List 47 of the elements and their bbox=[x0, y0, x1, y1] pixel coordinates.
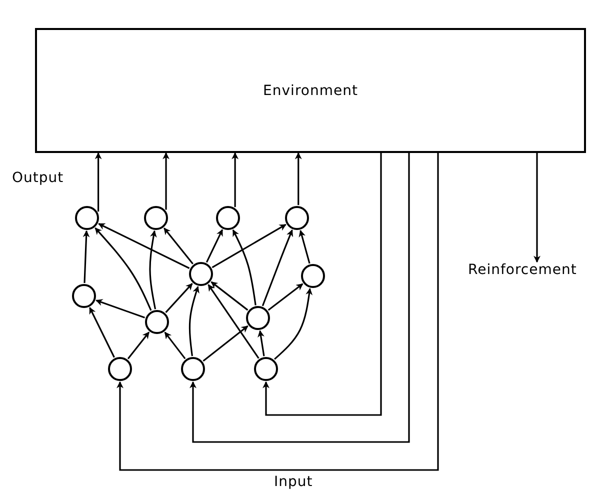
neuron-circle bbox=[254, 357, 278, 381]
arrow bbox=[188, 286, 200, 356]
signal-label: Reinforcement bbox=[468, 262, 578, 278]
arrow bbox=[98, 223, 190, 269]
neuron-circle bbox=[144, 206, 168, 230]
neuron-circle bbox=[145, 310, 169, 334]
arrow bbox=[262, 153, 382, 416]
arrow bbox=[149, 230, 157, 310]
environment-box bbox=[35, 28, 586, 153]
arrow bbox=[165, 283, 193, 313]
arrow bbox=[232, 152, 239, 208]
neuron-circle bbox=[72, 284, 96, 308]
arrow bbox=[210, 281, 248, 311]
arrow bbox=[82, 230, 90, 284]
arrow bbox=[164, 228, 194, 264]
neuron-circle bbox=[285, 206, 309, 230]
arrow bbox=[127, 332, 150, 360]
arrow bbox=[89, 307, 115, 358]
signal-label: Output bbox=[12, 170, 64, 186]
neuron-circle bbox=[246, 306, 270, 330]
arrow bbox=[534, 153, 540, 263]
arrow bbox=[208, 284, 260, 359]
arrow bbox=[164, 332, 186, 360]
arrow bbox=[116, 153, 439, 471]
neuron-circle bbox=[216, 206, 240, 230]
neuron-circle bbox=[189, 262, 213, 286]
arrow bbox=[268, 283, 304, 311]
neuron-circle bbox=[301, 264, 325, 288]
arrow bbox=[298, 230, 310, 264]
neuron-circle bbox=[75, 206, 99, 230]
arrow bbox=[212, 224, 286, 268]
arrow bbox=[94, 227, 152, 311]
arrow bbox=[206, 229, 224, 263]
neuron-circle bbox=[181, 357, 205, 381]
arrow bbox=[258, 330, 265, 356]
arrow bbox=[96, 299, 146, 318]
arrow bbox=[232, 229, 256, 306]
arrow bbox=[94, 152, 102, 212]
box-title: Environment bbox=[263, 82, 358, 98]
arrow bbox=[190, 153, 410, 443]
signal-label: Input bbox=[274, 474, 313, 490]
arrow bbox=[294, 152, 302, 206]
arrow bbox=[162, 152, 170, 210]
arrow bbox=[274, 288, 313, 360]
arrow bbox=[202, 325, 248, 362]
neuron-circle bbox=[108, 357, 132, 381]
arrow bbox=[262, 229, 294, 306]
